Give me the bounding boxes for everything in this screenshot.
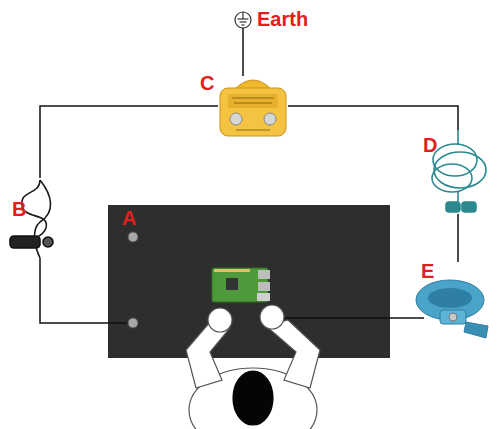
strap-wire (282, 317, 424, 319)
header (214, 269, 250, 272)
cord-coil (434, 152, 486, 188)
snap-wire (108, 322, 129, 324)
ground-wire (40, 106, 218, 178)
cord-snap (446, 202, 460, 212)
right-fist (260, 305, 284, 329)
ground-cord: B (8, 178, 62, 258)
plug-print (232, 98, 274, 99)
head (233, 371, 273, 425)
mat-snap (128, 318, 138, 328)
cord-snap-stud (43, 237, 53, 247)
plug-body (220, 88, 286, 136)
cord-coil (35, 180, 51, 258)
ground-wire (288, 106, 458, 130)
cord-lead (457, 130, 459, 145)
cord-coil (432, 164, 472, 192)
bonding-plug: C (218, 76, 288, 136)
plug-print (234, 103, 272, 104)
callout-letter: A (122, 207, 136, 229)
wrist-strap: E (415, 262, 490, 340)
callout-letter: E (421, 260, 434, 282)
esd-mat: A (108, 205, 390, 358)
callout-letter: C (200, 72, 214, 94)
port (258, 270, 270, 279)
ground-cord (10, 180, 53, 258)
chip (226, 278, 238, 290)
left-fist (208, 308, 232, 332)
wrist-strap (416, 280, 488, 338)
cord-snap (462, 202, 476, 212)
ground-wire (40, 258, 108, 323)
ground-circle (235, 12, 251, 28)
wrist-cord: D (425, 130, 490, 214)
earth-point: Earth (235, 12, 251, 28)
board (212, 268, 268, 302)
cord-snap (10, 236, 40, 248)
earth-bonding-plug (220, 80, 286, 136)
port (258, 282, 270, 291)
strap-tag (464, 322, 488, 338)
right-arm (266, 320, 320, 388)
ground-bar (240, 21, 247, 22)
wrist-cord (432, 130, 486, 212)
cord-lead (457, 192, 459, 204)
circuit-board (212, 268, 270, 302)
ground-wire (457, 214, 459, 262)
ground-bar (238, 18, 249, 19)
port (257, 293, 270, 301)
cord-coil (433, 144, 477, 176)
plug-print (236, 130, 270, 131)
callout-letter: D (423, 134, 437, 156)
strap-stud (449, 313, 457, 321)
left-arm (186, 322, 230, 388)
ground-symbol (235, 12, 251, 28)
ground-stem (242, 12, 243, 19)
ground-wire (242, 28, 244, 76)
person (186, 305, 320, 429)
shoulders (189, 368, 317, 429)
plug-plate (228, 94, 278, 108)
plug-top (234, 80, 272, 90)
ground-bar (242, 24, 245, 25)
plug-stud (230, 113, 242, 125)
callout-letter: B (12, 198, 26, 220)
strap-band (416, 280, 484, 320)
callout-letter: Earth (257, 8, 308, 30)
strap-inside (428, 288, 472, 308)
mat-snap (128, 232, 138, 242)
strap-buckle (440, 310, 466, 324)
plug-stud (264, 113, 276, 125)
